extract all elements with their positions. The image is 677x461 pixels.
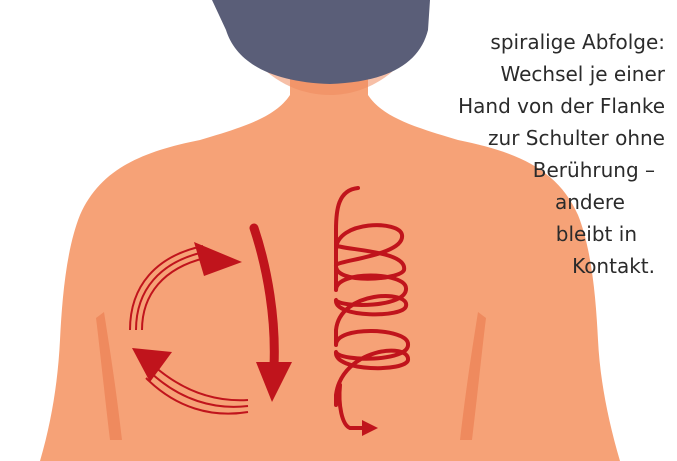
caption-line: zur Schulter ohne [405, 122, 665, 154]
caption-line: Berührung – [405, 154, 655, 186]
caption-line: spiralige Abfolge: [405, 26, 665, 58]
caption-line: Kontakt. [405, 250, 655, 282]
caption-line: andere [405, 186, 625, 218]
caption-line: Wechsel je einer [405, 58, 665, 90]
hair [212, 0, 430, 84]
instruction-caption: spiralige Abfolge: Wechsel je einer Hand… [405, 26, 665, 282]
caption-line: Hand von der Flanke [405, 90, 665, 122]
caption-line: bleibt in [405, 218, 637, 250]
